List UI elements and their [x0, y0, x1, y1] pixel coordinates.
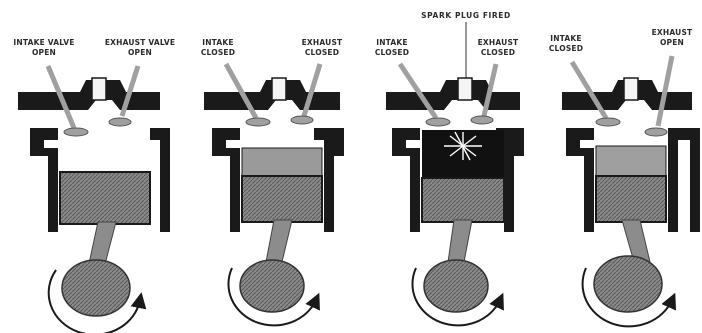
connecting-rod	[266, 220, 292, 262]
spark-plug	[92, 78, 106, 100]
spark-plug	[624, 78, 638, 100]
exhaust-valve-head	[645, 128, 667, 136]
piston	[60, 172, 150, 224]
intake-valve-head	[426, 118, 450, 126]
exhaust-label-line1: EXHAUST	[652, 28, 693, 37]
exhaust-valve-head	[291, 116, 313, 124]
intake-valve-label-line1: INTAKE VALVE	[13, 38, 74, 47]
connecting-rod	[448, 220, 472, 262]
crankshaft	[424, 260, 488, 312]
stage-power: INTAKE CLOSED EXHAUST CLOSED	[375, 38, 524, 325]
cylinder-wall-left	[212, 128, 240, 232]
crankshaft	[594, 256, 662, 312]
exhaust-label-line1: EXHAUST	[478, 38, 519, 47]
stage-compression: INTAKE CLOSED EXHAUST CLOSED	[201, 38, 344, 325]
intake-label-line2: CLOSED	[201, 48, 235, 57]
piston	[422, 178, 504, 222]
exhaust-label-line2: OPEN	[660, 38, 684, 47]
exhaust-valve-head	[109, 118, 131, 126]
cylinder-wall-left	[392, 128, 420, 232]
intake-valve-head	[246, 118, 270, 126]
exhaust-valve-label-line2: OPEN	[128, 48, 152, 57]
cylinder-wall-right	[668, 128, 700, 232]
cylinder-head	[18, 80, 160, 110]
cylinder-wall-left	[566, 128, 594, 232]
piston	[242, 176, 322, 222]
exhaust-label-line2: CLOSED	[481, 48, 515, 57]
exhaust-valve-label-line1: EXHAUST VALVE	[105, 38, 175, 47]
piston	[596, 176, 666, 222]
stage-intake: INTAKE VALVE OPEN EXHAUST VALVE OPEN	[13, 38, 175, 333]
intake-label-line1: INTAKE	[550, 34, 582, 43]
crankshaft	[62, 260, 130, 316]
intake-label-line1: INTAKE	[202, 38, 234, 47]
stage-exhaust: INTAKE CLOSED EXHAUST OPEN	[549, 28, 700, 326]
exhaust-gas	[596, 146, 666, 176]
intake-label-line2: CLOSED	[375, 48, 409, 57]
spark-plug-fired-label: SPARK PLUG FIRED	[421, 11, 511, 20]
exhaust-label-line2: CLOSED	[305, 48, 339, 57]
intake-valve-head	[64, 128, 88, 136]
spark-plug	[272, 78, 286, 100]
intake-label-line2: CLOSED	[549, 44, 583, 53]
intake-valve-head	[596, 118, 620, 126]
compressed-charge	[242, 148, 322, 176]
cylinder-wall-right	[150, 128, 170, 232]
cylinder-head	[386, 80, 520, 110]
intake-valve-label-line2: OPEN	[32, 48, 56, 57]
exhaust-valve-head	[471, 116, 493, 124]
exhaust-valve-stem	[658, 56, 672, 126]
exhaust-label-line1: EXHAUST	[302, 38, 343, 47]
cylinder-wall-left	[30, 128, 58, 232]
crankshaft	[240, 260, 304, 312]
spark-plug	[458, 78, 472, 100]
intake-label-line1: INTAKE	[376, 38, 408, 47]
